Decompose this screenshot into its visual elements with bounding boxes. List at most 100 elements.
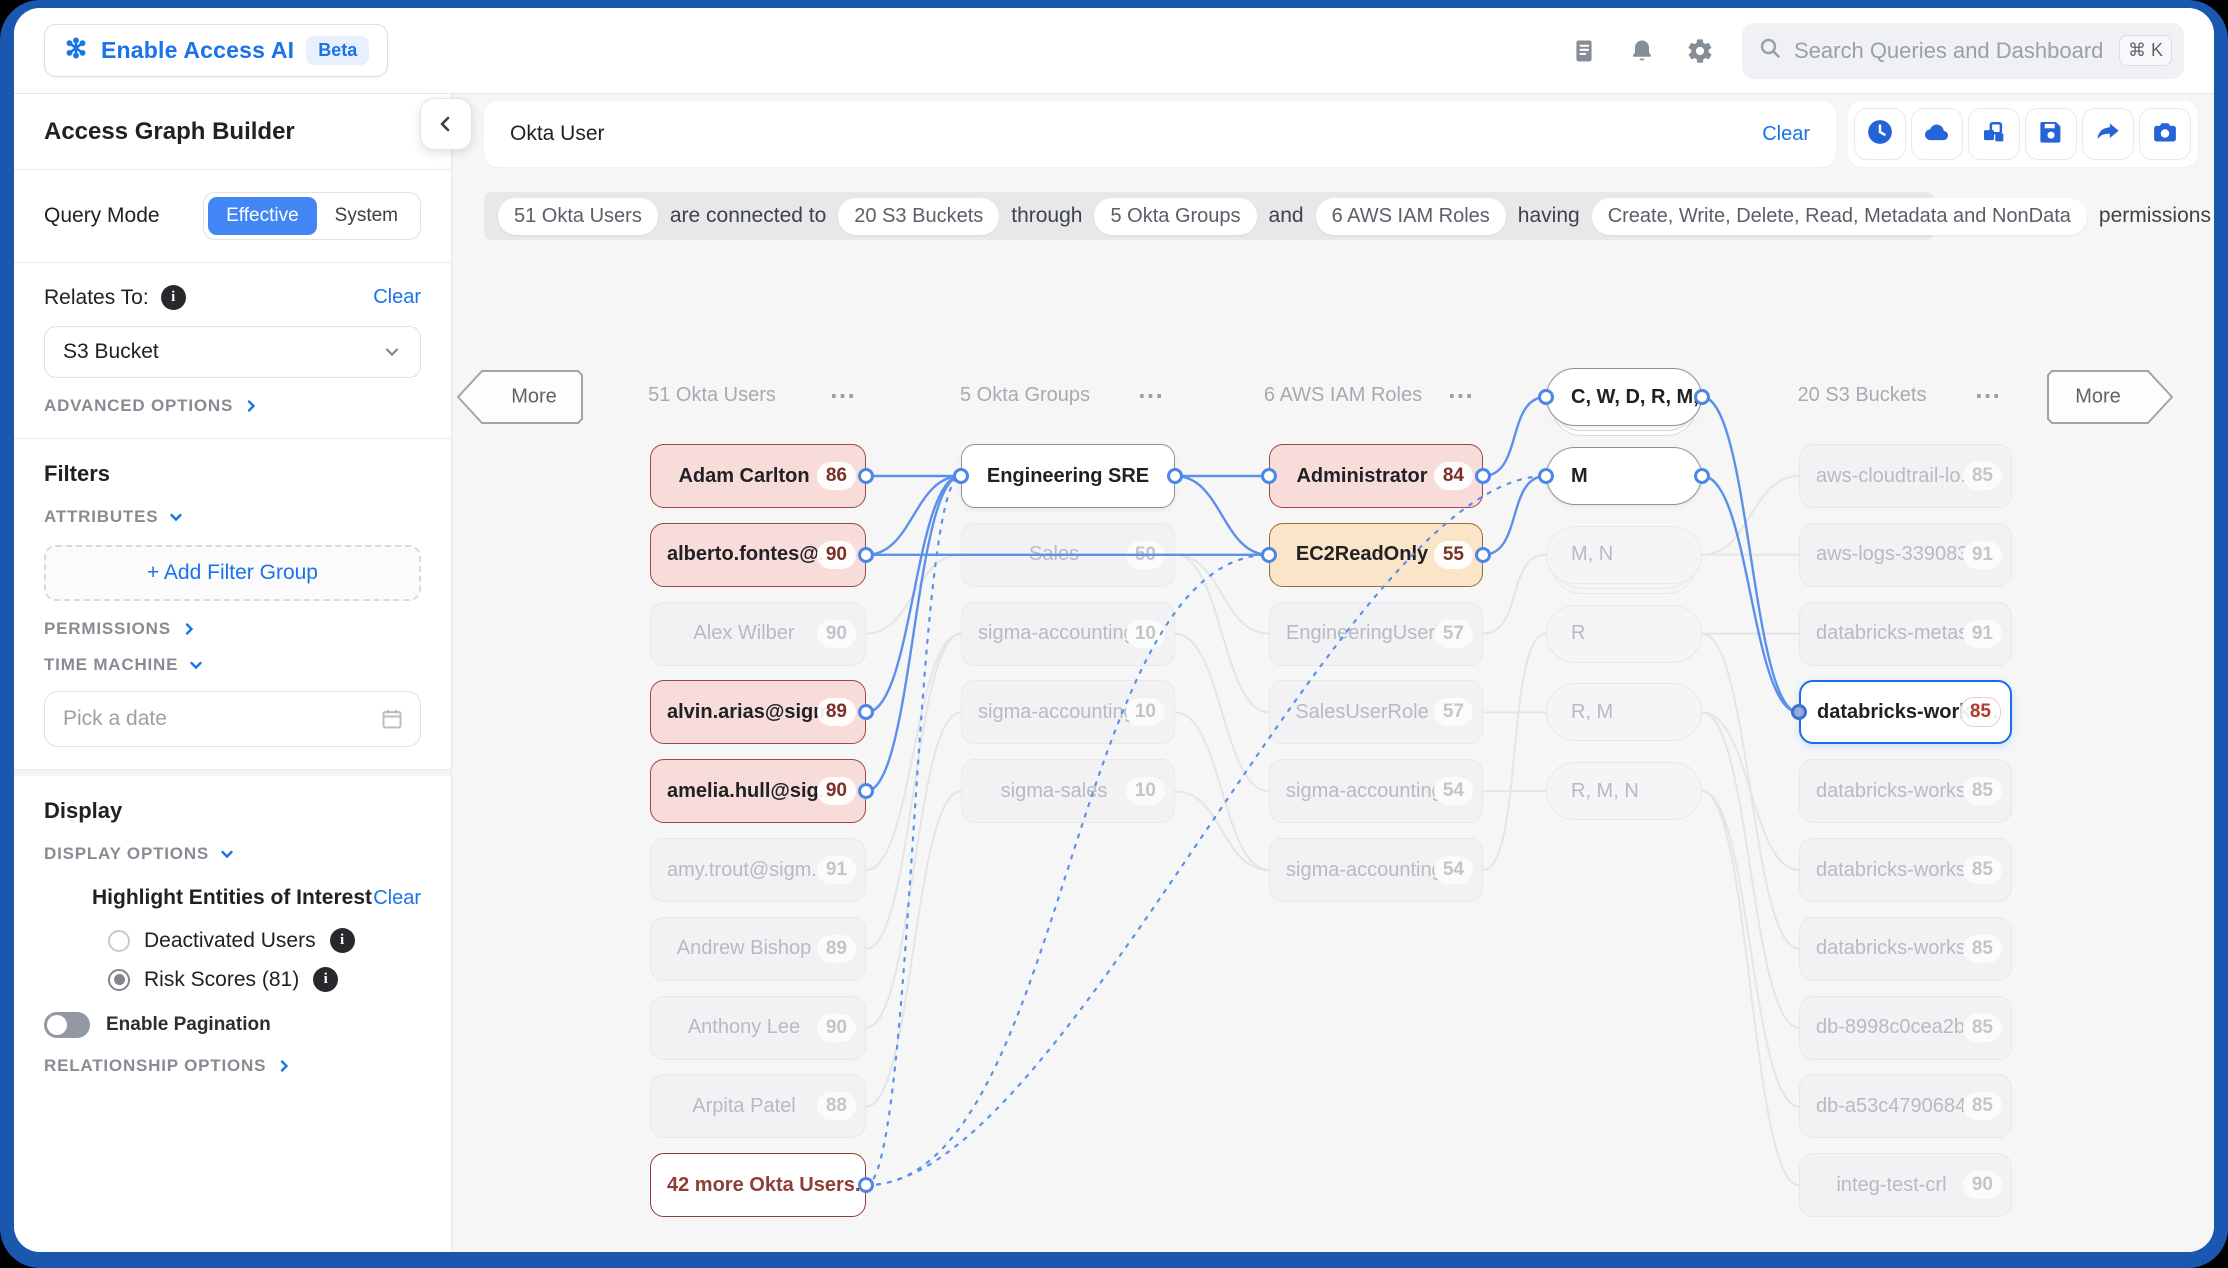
add-filter-group-button[interactable]: + Add Filter Group xyxy=(44,545,421,601)
enable-pagination-toggle[interactable] xyxy=(44,1012,90,1038)
graph-node-r4[interactable]: sigma-accounting...54 xyxy=(1269,759,1483,824)
column-menu-buckets[interactable]: ⋯ xyxy=(1974,380,2002,410)
graph-node-u9[interactable]: 42 more Okta Users... xyxy=(650,1153,866,1218)
connection-port-r1-left[interactable] xyxy=(1261,546,1277,563)
column-menu-users[interactable]: ⋯ xyxy=(829,380,857,410)
camera-tool-button[interactable] xyxy=(2139,108,2191,160)
connection-port-g0-left[interactable] xyxy=(953,468,969,484)
connection-port-r0-right[interactable] xyxy=(1475,468,1491,484)
column-menu-groups[interactable]: ⋯ xyxy=(1137,380,1165,410)
dashboard-tool-button[interactable] xyxy=(1968,108,2020,160)
connection-port-u4-right[interactable] xyxy=(858,783,874,800)
save-tool-button[interactable] xyxy=(2025,108,2077,160)
connection-port-u9-right[interactable] xyxy=(858,1177,874,1194)
graph-node-u3[interactable]: alvin.arias@sigm...89 xyxy=(650,680,866,745)
deactivated-users-option[interactable]: Deactivated Users i xyxy=(44,928,421,953)
graph-node-b2[interactable]: databricks-metast...91 xyxy=(1799,601,2012,666)
attributes-toggle[interactable]: ATTRIBUTES xyxy=(44,507,421,527)
query-clear-button[interactable]: Clear xyxy=(1762,122,1810,145)
graph-node-u1[interactable]: alberto.fontes@...90 xyxy=(650,522,866,587)
more-left-button[interactable]: More xyxy=(456,369,584,425)
relates-to-info-icon[interactable]: i xyxy=(160,285,186,310)
relates-to-clear-button[interactable]: Clear xyxy=(373,286,421,308)
graph-node-p4[interactable]: R, M xyxy=(1546,683,1702,742)
risk-scores-radio[interactable] xyxy=(108,968,130,991)
risk-scores-option[interactable]: Risk Scores (81) i xyxy=(44,967,421,992)
permissions-toggle[interactable]: PERMISSIONS xyxy=(44,619,421,639)
share-tool-button[interactable] xyxy=(2082,108,2134,160)
cloud-icon xyxy=(1922,117,1952,152)
journal-icon[interactable] xyxy=(1570,37,1598,65)
relationship-options-link[interactable]: RELATIONSHIP OPTIONS xyxy=(44,1056,421,1076)
graph-node-b1[interactable]: aws-logs-339083...91 xyxy=(1799,522,2012,587)
notifications-bell-icon[interactable] xyxy=(1628,37,1656,65)
graph-node-b6[interactable]: databricks-works...85 xyxy=(1799,916,2012,981)
column-menu-roles[interactable]: ⋯ xyxy=(1447,380,1475,410)
app-logo[interactable]: Enable Access AI Beta xyxy=(44,24,389,77)
deactivated-users-info-icon[interactable]: i xyxy=(329,928,355,953)
connection-port-r1-right[interactable] xyxy=(1475,546,1491,563)
summary-chip[interactable]: 5 Okta Groups xyxy=(1094,197,1257,235)
connection-port-r0-left[interactable] xyxy=(1261,468,1277,484)
graph-node-b8[interactable]: db-a53c4790684...85 xyxy=(1799,1074,2012,1139)
graph-node-g0[interactable]: Engineering SRE xyxy=(961,444,1175,508)
graph-node-p2[interactable]: M, N xyxy=(1546,525,1702,584)
graph-node-u5[interactable]: amy.trout@sigm...91 xyxy=(650,838,866,902)
graph-node-p5[interactable]: R, M, N xyxy=(1546,762,1702,821)
graph-node-u4[interactable]: amelia.hull@sig...90 xyxy=(650,759,866,824)
summary-chip[interactable]: Create, Write, Delete, Read, Metadata an… xyxy=(1591,197,2087,235)
cloud-tool-button[interactable] xyxy=(1911,108,1963,160)
highlight-clear-button[interactable]: Clear xyxy=(373,886,421,909)
sidebar-collapse-button[interactable] xyxy=(420,98,472,150)
connection-port-p0-left[interactable] xyxy=(1538,389,1554,405)
summary-chip[interactable]: 20 S3 Buckets xyxy=(838,197,1000,235)
query-mode-system[interactable]: System xyxy=(334,205,398,226)
graph-node-r5[interactable]: sigma-accounting...54 xyxy=(1269,838,1483,902)
settings-gear-icon[interactable] xyxy=(1686,37,1714,65)
connection-port-p0-right[interactable] xyxy=(1694,389,1710,405)
relates-to-select[interactable]: S3 Bucket xyxy=(44,326,421,378)
graph-node-b5[interactable]: databricks-works...85 xyxy=(1799,838,2012,902)
graph-node-b4[interactable]: databricks-works...85 xyxy=(1799,759,2012,824)
connection-port-p1-left[interactable] xyxy=(1538,468,1554,484)
connection-port-u0-right[interactable] xyxy=(858,468,874,484)
connection-port-u3-right[interactable] xyxy=(858,704,874,721)
global-search-input[interactable]: Search Queries and Dashboard ⌘ K xyxy=(1742,22,2184,79)
graph-node-b0[interactable]: aws-cloudtrail-lo...85 xyxy=(1799,444,2012,508)
display-options-toggle[interactable]: DISPLAY OPTIONS xyxy=(44,844,421,864)
summary-chip[interactable]: 51 Okta Users xyxy=(498,197,658,235)
history-tool-button[interactable] xyxy=(1854,108,1906,160)
graph-node-p1[interactable]: M xyxy=(1546,447,1702,505)
connection-port-u1-right[interactable] xyxy=(858,546,874,563)
summary-chip[interactable]: 6 AWS IAM Roles xyxy=(1315,197,1506,235)
connection-port-g0-right[interactable] xyxy=(1167,468,1183,484)
graph-node-b3[interactable]: databricks-works...85 xyxy=(1799,680,2012,745)
graph-node-g3[interactable]: sigma-accounting...10 xyxy=(961,680,1175,745)
advanced-options-link[interactable]: ADVANCED OPTIONS xyxy=(44,396,421,416)
graph-node-p0[interactable]: C, W, D, R, M, N xyxy=(1546,368,1702,426)
date-picker-input[interactable]: Pick a date xyxy=(44,691,421,747)
connection-port-b3-left[interactable] xyxy=(1791,704,1807,721)
time-machine-toggle[interactable]: TIME MACHINE xyxy=(44,655,421,675)
connection-port-p1-right[interactable] xyxy=(1694,468,1710,484)
graph-node-r2[interactable]: EngineeringUserR...57 xyxy=(1269,601,1483,666)
query-mode-effective[interactable]: Effective xyxy=(208,197,317,235)
risk-scores-info-icon[interactable]: i xyxy=(313,967,339,992)
graph-node-p3[interactable]: R xyxy=(1546,604,1702,663)
graph-node-b7[interactable]: db-8998c0cea2b...85 xyxy=(1799,995,2012,1060)
deactivated-users-radio[interactable] xyxy=(108,929,130,952)
more-right-button[interactable]: More xyxy=(2046,369,2174,425)
query-input-bar[interactable]: Okta User Clear xyxy=(484,101,1836,167)
